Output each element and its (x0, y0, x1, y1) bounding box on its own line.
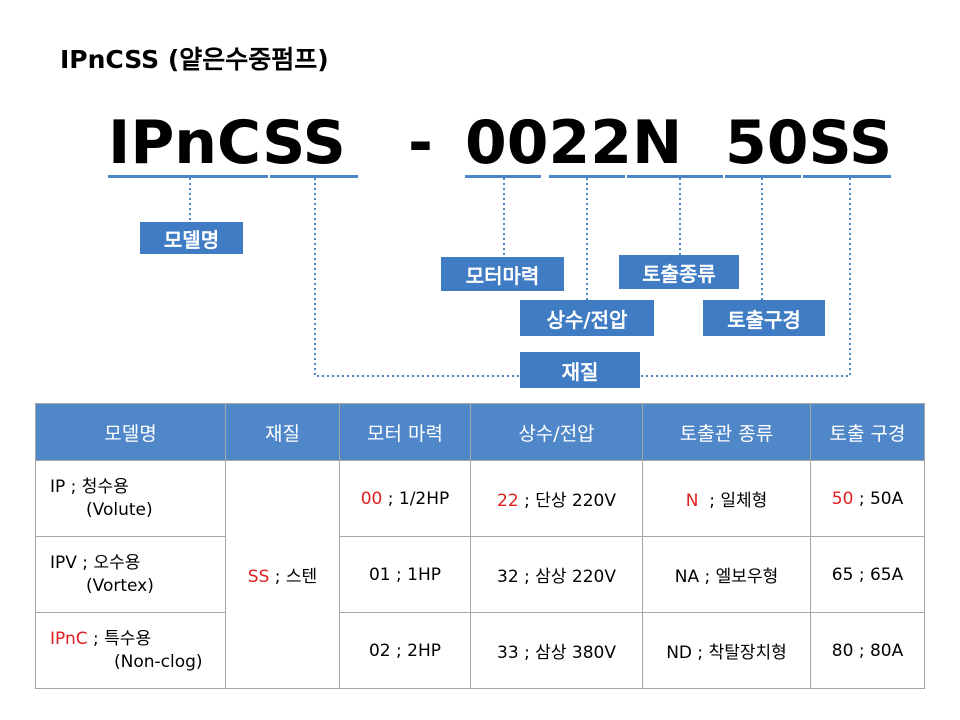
header-outlet-type: 토출관 종류 (642, 403, 811, 461)
cell-model: IPnC ; 특수용 (Non-clog) (35, 612, 226, 689)
cell-model: IP ; 청수용 (Volute) (35, 460, 226, 537)
label-motor: 모터마력 (441, 257, 564, 291)
motor-code: 01 (368, 564, 391, 585)
label-phase: 상수/전압 (520, 300, 654, 336)
cell-outlet-type: N ; 일체형 (642, 460, 811, 537)
cell-phase: 22 ; 단상 220V (470, 460, 643, 537)
model-type: (Volute) (86, 499, 153, 520)
model-type: (Vortex) (86, 575, 154, 596)
outlet-type-code: ND (666, 643, 693, 663)
outlet-size-code: 80 (831, 640, 854, 661)
underline-phase (549, 175, 625, 178)
cell-outlet-size: 65 ; 65A (810, 536, 925, 613)
phase-value: ; 삼상 220V (518, 567, 616, 587)
connector-lines (189, 178, 851, 377)
model-use: ; 특수용 (87, 628, 152, 649)
spec-table: 모델명 재질 모터 마력 상수/전압 토출관 종류 토출 구경 IP ; 청수용… (35, 403, 925, 689)
table-row: IPV ; 오수용 (Vortex) 01 ; 1HP 32 ; 삼상 220V… (35, 536, 925, 613)
label-material: 재질 (520, 352, 640, 388)
motor-value: ; 2HP (390, 640, 442, 661)
outlet-type-code: NA (674, 567, 700, 587)
model-use: ; 청수용 (65, 476, 129, 497)
outlet-size-code: 65 (831, 564, 854, 585)
outlet-type-code: N (685, 491, 699, 511)
cell-phase: 33 ; 삼상 380V (470, 612, 643, 689)
label-model: 모델명 (140, 222, 243, 254)
cell-outlet-size: 80 ; 80A (810, 612, 925, 689)
table-row: IPnC ; 특수용 (Non-clog) 02 ; 2HP 33 ; 삼상 3… (35, 612, 925, 689)
outlet-type-value: ; 착탈장치형 (692, 643, 787, 663)
motor-code: 00 (360, 488, 383, 509)
cell-outlet-type: NA ; 엘보우형 (642, 536, 811, 613)
cell-phase: 32 ; 삼상 220V (470, 536, 643, 613)
phase-code: 22 (497, 491, 519, 511)
underline-motor (465, 175, 541, 178)
outlet-size-value: ; 80A (853, 640, 904, 661)
page-title: IPnCSS (얕은수중펌프) (60, 45, 329, 74)
model-code: IP (50, 476, 66, 497)
outlet-type-value: ; 엘보우형 (699, 567, 779, 587)
model-code: IPV (50, 552, 77, 573)
material-name: ; 스텐 (269, 567, 318, 587)
cell-model: IPV ; 오수용 (Vortex) (35, 536, 226, 613)
motor-value: ; 1/2HP (382, 488, 450, 509)
underline-model (108, 175, 268, 178)
material-code: SS (247, 567, 270, 587)
underline-material-suffix (803, 175, 891, 178)
header-outlet-size: 토출 구경 (810, 403, 925, 461)
label-outlet-size: 토출구경 (703, 300, 825, 336)
code-dash: - (408, 108, 433, 178)
cell-outlet-size: 50 ; 50A (810, 460, 925, 537)
phase-code: 32 (497, 567, 519, 587)
cell-motor: 00 ; 1/2HP (339, 460, 471, 537)
model-use: ; 오수용 (76, 552, 141, 573)
underline-outlet-size (725, 175, 801, 178)
header-model: 모델명 (35, 403, 226, 461)
code-size-part: 50SS (725, 108, 893, 178)
code-spec-part: 0022N (465, 108, 683, 178)
outlet-size-code: 50 (831, 488, 854, 509)
motor-code: 02 (368, 640, 391, 661)
model-code: IPnC (50, 628, 88, 649)
code-model-part: IPnCSS (108, 108, 346, 178)
table-header-row: 모델명 재질 모터 마력 상수/전압 토출관 종류 토출 구경 (35, 403, 925, 461)
phase-value: ; 단상 220V (518, 491, 616, 511)
outlet-type-value: ; 일체형 (698, 491, 768, 511)
underline-outlet-type (627, 175, 723, 178)
cell-motor: 01 ; 1HP (339, 536, 471, 613)
phase-value: ; 삼상 380V (518, 643, 616, 663)
motor-value: ; 1HP (390, 564, 442, 585)
phase-code: 33 (497, 643, 519, 663)
model-type: (Non-clog) (114, 651, 203, 672)
outlet-size-value: ; 50A (853, 488, 904, 509)
header-material: 재질 (225, 403, 340, 461)
cell-material: SS ; 스텐 (225, 460, 340, 689)
cell-outlet-type: ND ; 착탈장치형 (642, 612, 811, 689)
outlet-size-value: ; 65A (853, 564, 904, 585)
header-phase: 상수/전압 (470, 403, 643, 461)
table-row: IP ; 청수용 (Volute) SS ; 스텐 00 ; 1/2HP 22 … (35, 460, 925, 689)
underline-material (270, 175, 358, 178)
cell-motor: 02 ; 2HP (339, 612, 471, 689)
label-outlet-type: 토출종류 (619, 255, 739, 289)
header-motor: 모터 마력 (339, 403, 471, 461)
